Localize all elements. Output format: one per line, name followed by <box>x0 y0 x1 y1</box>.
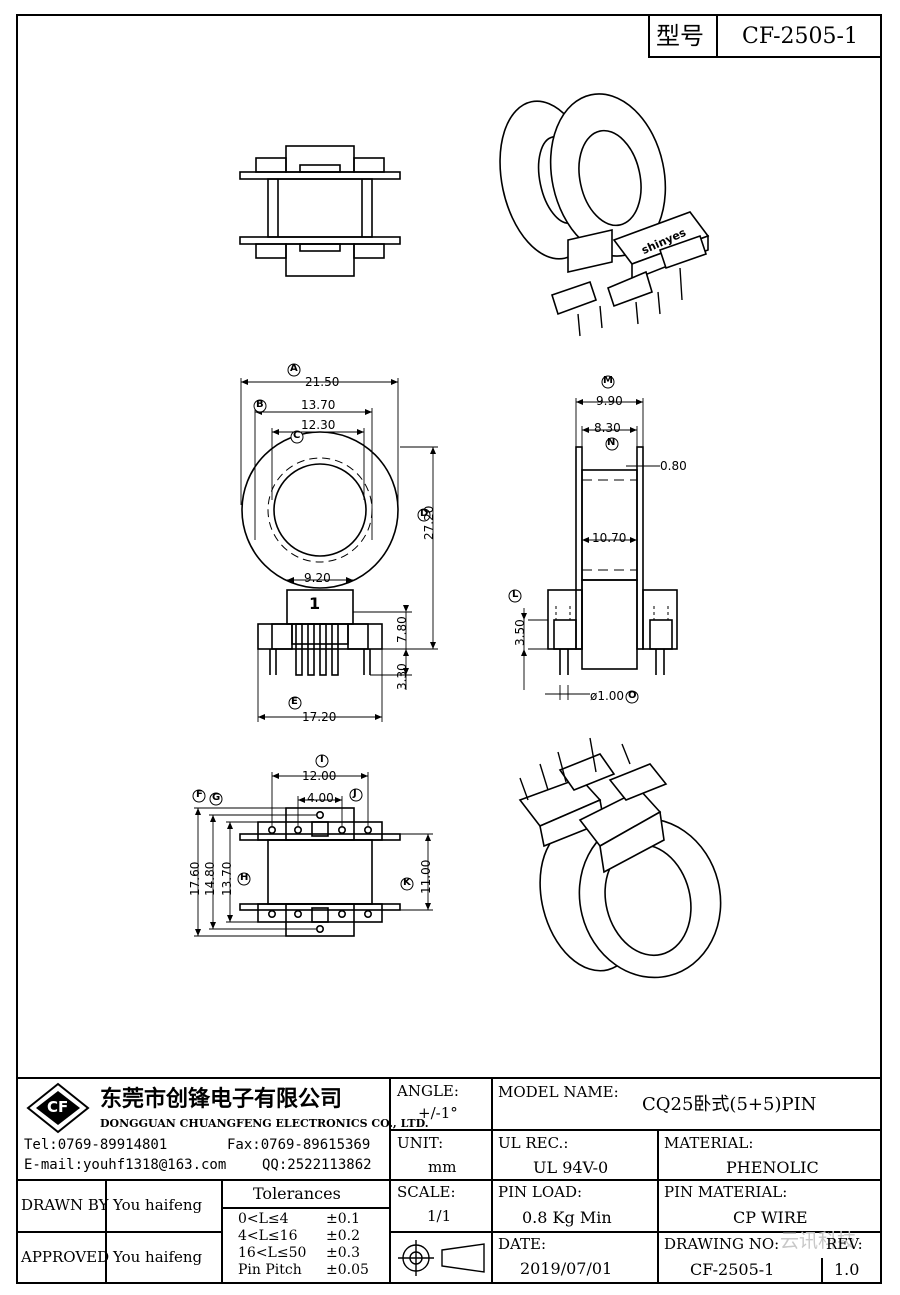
model-name-value: CQ25卧式(5+5)PIN <box>642 1094 817 1115</box>
date-label: DATE: <box>498 1235 547 1253</box>
rev-value: 1.0 <box>834 1260 860 1279</box>
company-name-cn: 东莞市创锋电子有限公司 <box>100 1087 343 1112</box>
watermark: 云讯科技 <box>780 1230 857 1252</box>
logo-text: CF <box>47 1098 69 1116</box>
scale-value: 1/1 <box>427 1207 452 1225</box>
ul-label: UL REC.: <box>498 1134 569 1152</box>
dim-o-value: ø1.00 <box>590 689 625 703</box>
tolerance-range-1: 0<L≤4 <box>238 1211 289 1227</box>
drawn-by-value: You haifeng <box>113 1196 203 1214</box>
dim-a-value: 21.50 <box>305 375 340 389</box>
approved-value: You haifeng <box>113 1248 203 1266</box>
unit-label: UNIT: <box>397 1134 444 1152</box>
model-box-label: 型号 <box>656 22 704 50</box>
tolerances-title: Tolerances <box>253 1184 341 1203</box>
dim-d-label: D <box>420 508 429 519</box>
angle-value: +/-1° <box>418 1104 458 1122</box>
dim-core-value: 10.70 <box>592 531 627 545</box>
dim-e-value: 17.20 <box>302 710 337 724</box>
dim-j-label: J <box>353 788 357 799</box>
scale-label: SCALE: <box>397 1183 456 1201</box>
dim-g-label: G <box>212 792 221 803</box>
model-box-value: CF-2505-1 <box>742 24 858 49</box>
ul-value: UL 94V-0 <box>533 1158 609 1177</box>
drawing-no-label: DRAWING NO: <box>664 1235 780 1253</box>
dim-l-value: 3.50 <box>513 619 527 646</box>
dim-h-label: H <box>240 872 249 883</box>
dim-i-label: I <box>320 754 324 765</box>
pin-load-label: PIN LOAD: <box>498 1183 583 1201</box>
pin-material-label: PIN MATERIAL: <box>664 1183 788 1201</box>
dim-c-value: 12.30 <box>301 418 336 432</box>
tolerance-value-3: ±0.3 <box>326 1245 360 1261</box>
company-tel: Tel:0769-89914801 <box>24 1137 168 1153</box>
dim-f-label: F <box>196 789 203 800</box>
dim-j-value: 4.00 <box>307 791 334 805</box>
company-qq: QQ:2522113862 <box>262 1157 372 1173</box>
pin-load-value: 0.8 Kg Min <box>522 1208 612 1227</box>
dim-pin-height: 3.30 <box>395 663 409 690</box>
tolerance-range-3: 16<L≤50 <box>238 1245 307 1261</box>
material-label: MATERIAL: <box>664 1134 754 1152</box>
dim-i-value: 12.00 <box>302 769 337 783</box>
angle-label: ANGLE: <box>397 1082 459 1100</box>
company-email: E-mail:youhf1318@163.com <box>24 1157 227 1173</box>
drawing-frame <box>16 14 882 1284</box>
pin-one-mark: 1 <box>309 594 321 613</box>
dim-pin-width: 9.20 <box>304 571 331 585</box>
company-name-en: DONGGUAN CHUANGFENG ELECTRONICS CO., LTD… <box>100 1117 429 1130</box>
material-value: PHENOLIC <box>726 1158 819 1177</box>
dim-b-value: 13.70 <box>301 398 336 412</box>
model-name-label: MODEL NAME: <box>498 1083 619 1101</box>
drawing-no-value: CF-2505-1 <box>690 1260 775 1279</box>
tolerance-value-2: ±0.2 <box>326 1228 360 1244</box>
tolerance-value-1: ±0.1 <box>326 1211 360 1227</box>
unit-value: mm <box>428 1158 457 1176</box>
dim-a-label: A <box>290 363 298 374</box>
dim-k-value: 11.00 <box>419 859 433 894</box>
drawn-by-label: DRAWN BY <box>21 1196 109 1214</box>
dim-o-label: O <box>628 690 637 701</box>
dim-wall-value: 0.80 <box>660 459 687 473</box>
rev-label: REV: <box>826 1235 863 1253</box>
dim-base-height: 7.80 <box>395 616 409 643</box>
dim-m-label: M <box>603 375 613 386</box>
dim-h-value: 13.70 <box>220 861 234 896</box>
company-fax: Fax:0769-89615369 <box>227 1137 371 1153</box>
dim-l-label: L <box>512 589 519 600</box>
tolerance-value-4: ±0.05 <box>326 1262 369 1278</box>
date-value: 2019/07/01 <box>520 1259 613 1278</box>
dim-n-label: N <box>607 437 616 448</box>
dim-b-label: B <box>256 399 264 410</box>
dim-n-value: 8.30 <box>594 421 621 435</box>
dim-c-label: C <box>293 430 301 441</box>
tolerance-range-2: 4<L≤16 <box>238 1228 298 1244</box>
model-box <box>648 14 882 58</box>
dim-e-label: E <box>291 696 298 707</box>
dim-g-value: 14.80 <box>203 861 217 896</box>
pin-material-value: CP WIRE <box>733 1208 808 1227</box>
tolerance-range-4: Pin Pitch <box>238 1262 302 1278</box>
approved-label: APPROVED <box>21 1248 110 1266</box>
dim-m-value: 9.90 <box>596 394 623 408</box>
dim-k-label: K <box>403 877 411 888</box>
dim-f-value: 17.60 <box>188 861 202 896</box>
